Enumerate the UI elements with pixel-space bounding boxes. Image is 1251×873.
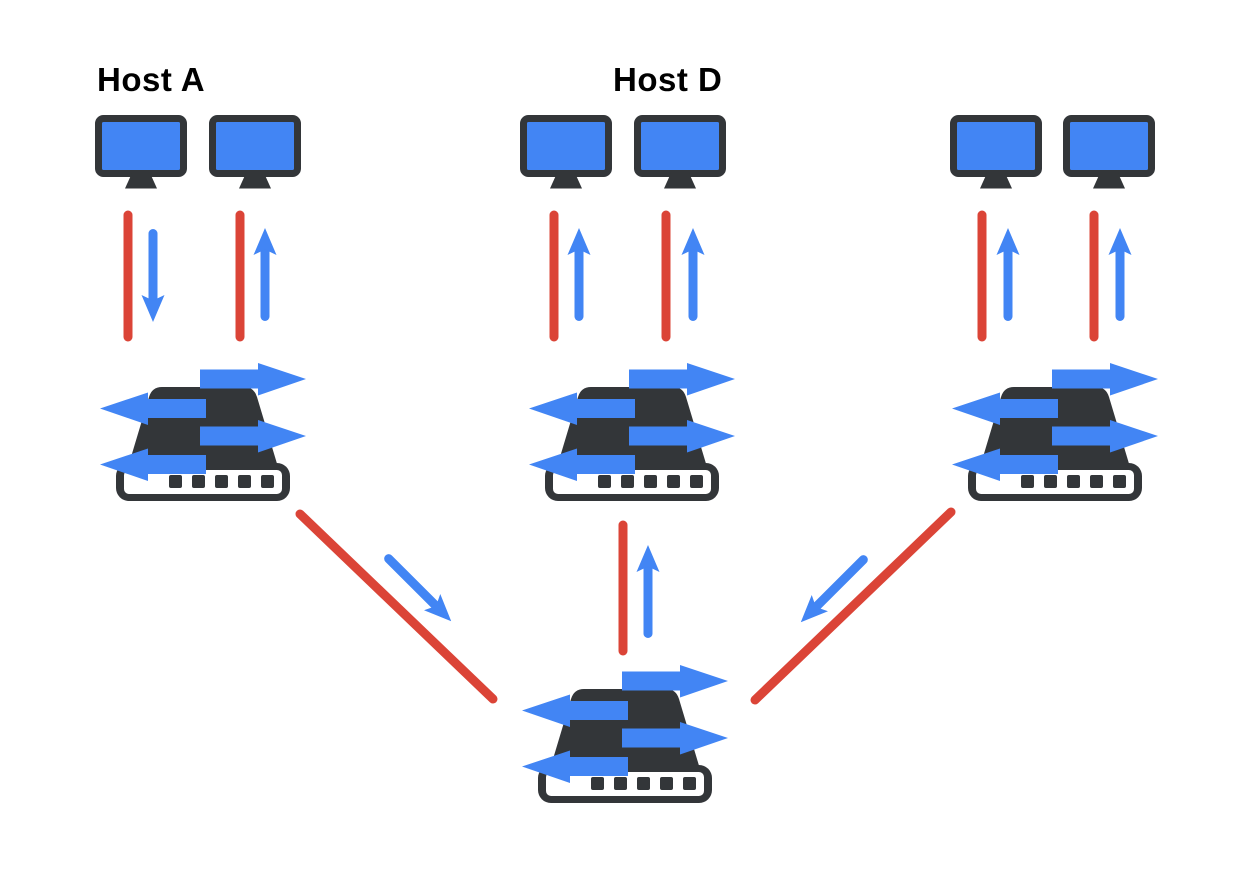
traffic-arrow-down-right-icon [377,547,460,630]
host-a-label: Host A [97,61,206,98]
traffic-arrow-up-icon [681,228,705,321]
monitor-icon [99,119,184,189]
traffic-arrow-up-icon [253,228,277,321]
traffic-arrow-up-icon [636,545,660,638]
traffic-arrow-up-icon [996,228,1020,321]
traffic-arrow-up-icon [567,228,591,321]
traffic-arrow-down-icon [141,229,165,322]
traffic-arrow-down-left-icon [792,548,875,631]
switch-icon [100,363,306,501]
core-links-group [295,507,956,705]
switch-icon [952,363,1158,501]
host-d-label: Host D [613,61,723,98]
traffic-arrow-up-icon [1108,228,1132,321]
core-link-line-right [750,507,956,705]
monitor-icon [524,119,609,189]
host-a-group [99,119,306,501]
host-unlabeled-group [952,119,1158,501]
host-d-group [524,119,735,501]
monitor-icon [213,119,298,189]
switch-icon [529,363,735,501]
monitor-icon [1067,119,1152,189]
monitor-icon [954,119,1039,189]
core-link-line-left [295,509,498,704]
core-switch-icon [522,665,728,803]
monitor-icon [638,119,723,189]
